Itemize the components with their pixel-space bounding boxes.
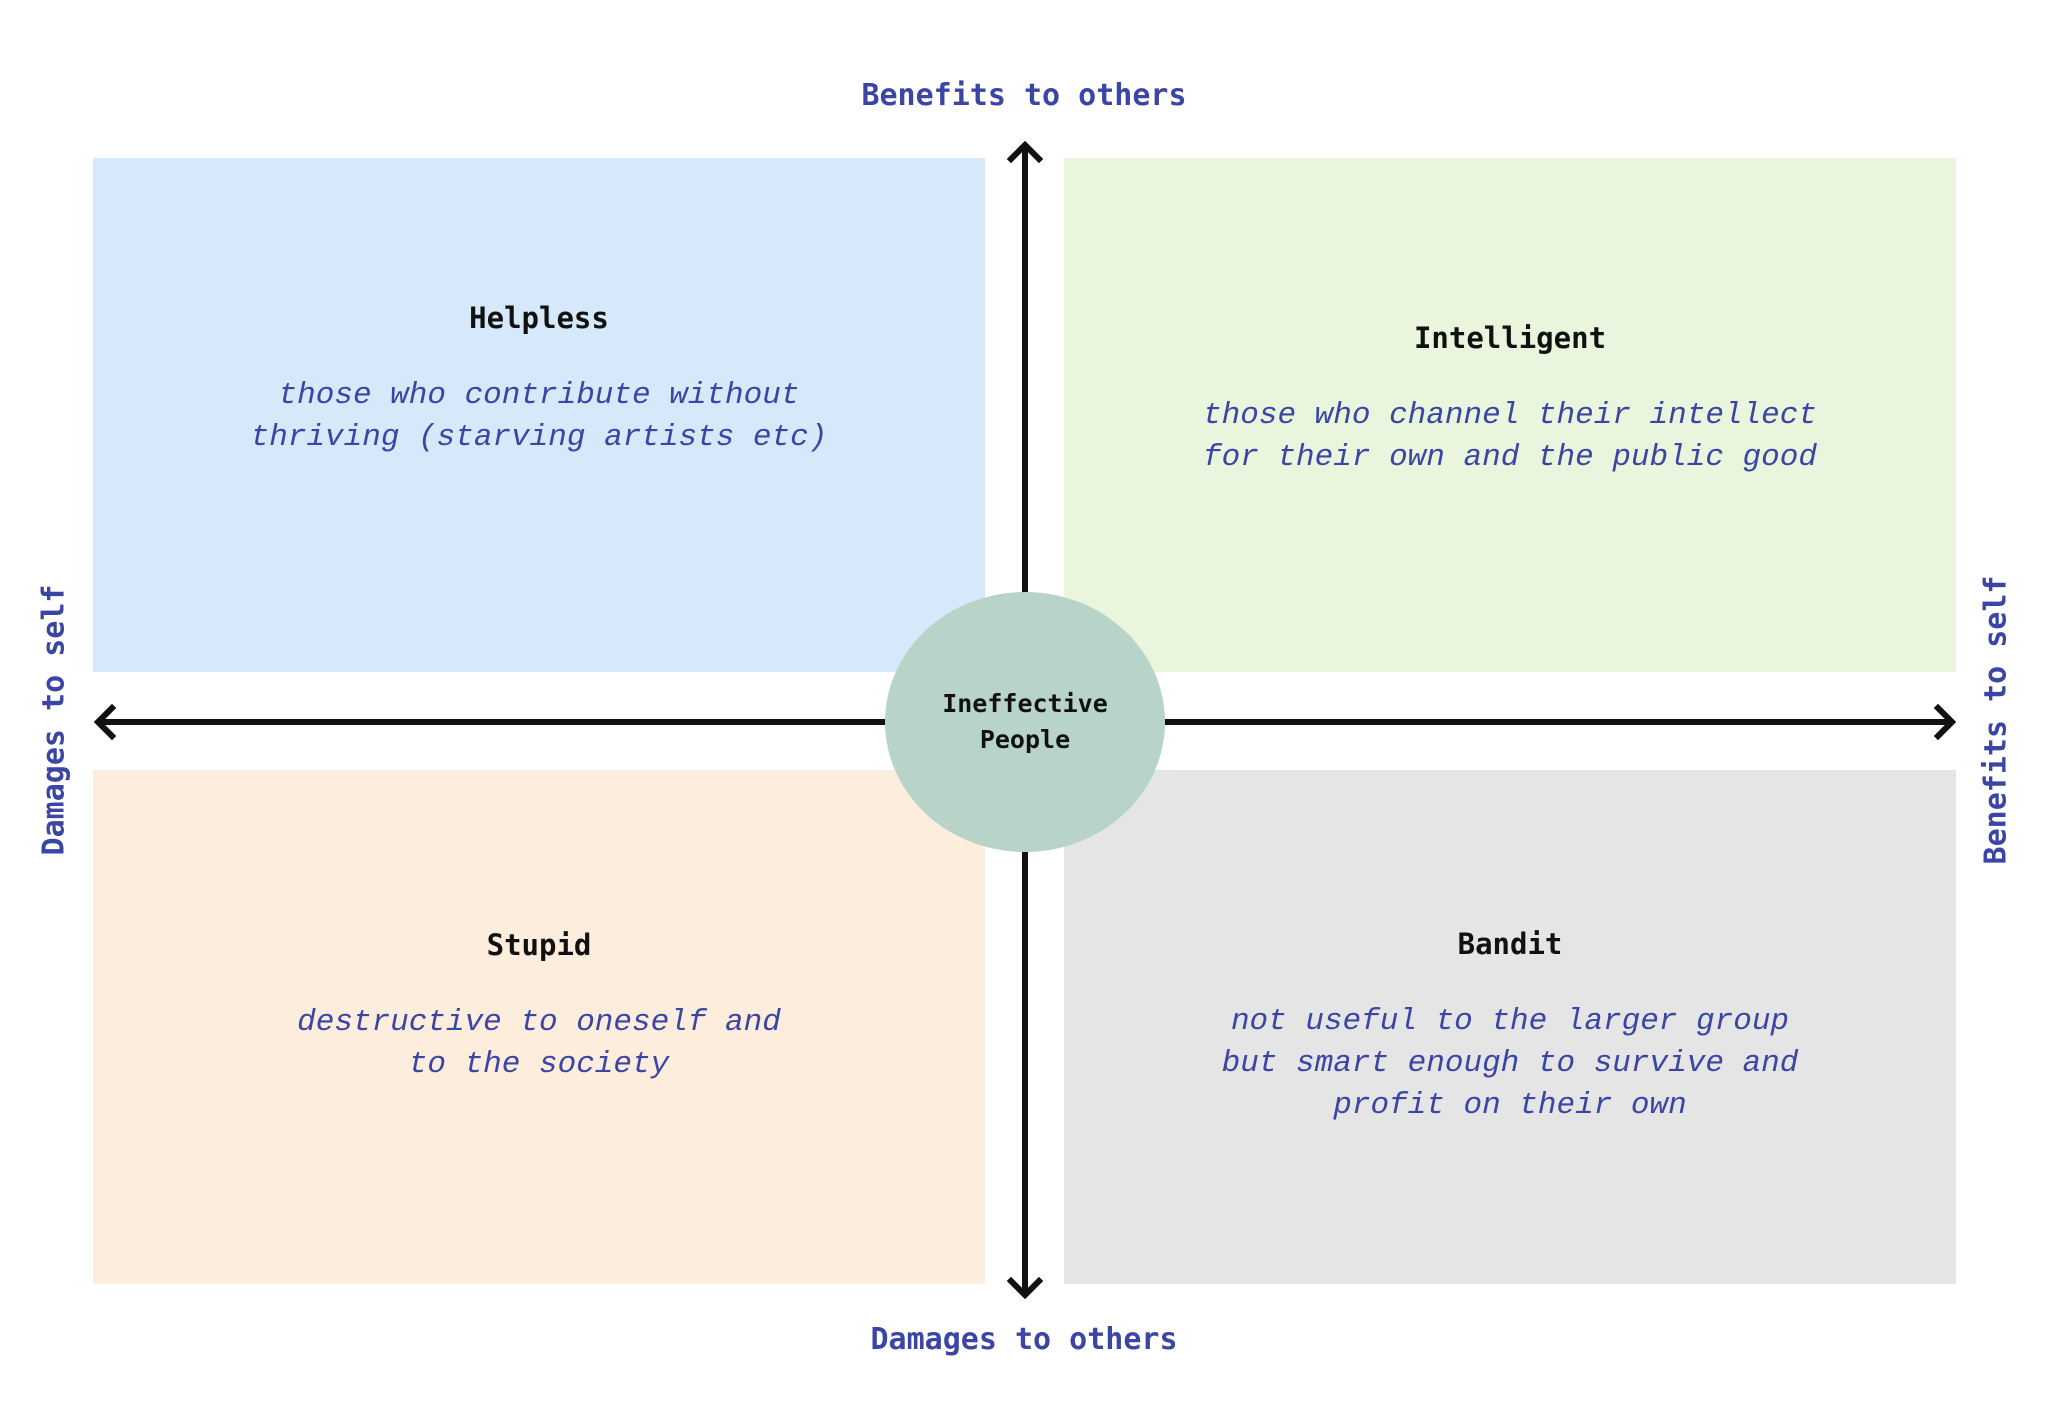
quadrant-description: those who contribute without thriving (s… [250, 378, 828, 455]
axis-label-left: Damages to self [36, 584, 72, 856]
quadrant-bandit: Bandit not useful to the larger group bu… [1064, 770, 1956, 1284]
axis-label-top: Benefits to others [861, 78, 1187, 113]
quadrant-stupid: Stupid destructive to oneself and to the… [93, 770, 985, 1284]
quadrant-title: Stupid [486, 928, 592, 962]
center-circle: Ineffective People [885, 592, 1165, 852]
arrow-left-icon [93, 703, 117, 741]
quadrant-title: Intelligent [1413, 321, 1607, 355]
quadrant-description: not useful to the larger group but smart… [1221, 1004, 1799, 1123]
arrow-right-icon [1933, 703, 1957, 741]
quadrant-title: Bandit [1457, 927, 1563, 961]
arrow-up-icon [1006, 140, 1044, 164]
quadrant-title: Helpless [469, 301, 609, 335]
center-label: Ineffective People [942, 689, 1108, 754]
axis-label-bottom: Damages to others [870, 1322, 1178, 1357]
quadrant-description: those who channel their intellect for th… [1203, 398, 1817, 475]
quadrant-intelligent: Intelligent those who channel their inte… [1064, 158, 1956, 672]
quadrant-description: destructive to oneself and to the societ… [297, 1005, 781, 1082]
quadrant-helpless: Helpless those who contribute without th… [93, 158, 985, 672]
axis-label-right: Benefits to self [1978, 575, 2014, 865]
arrow-down-icon [1006, 1276, 1044, 1300]
